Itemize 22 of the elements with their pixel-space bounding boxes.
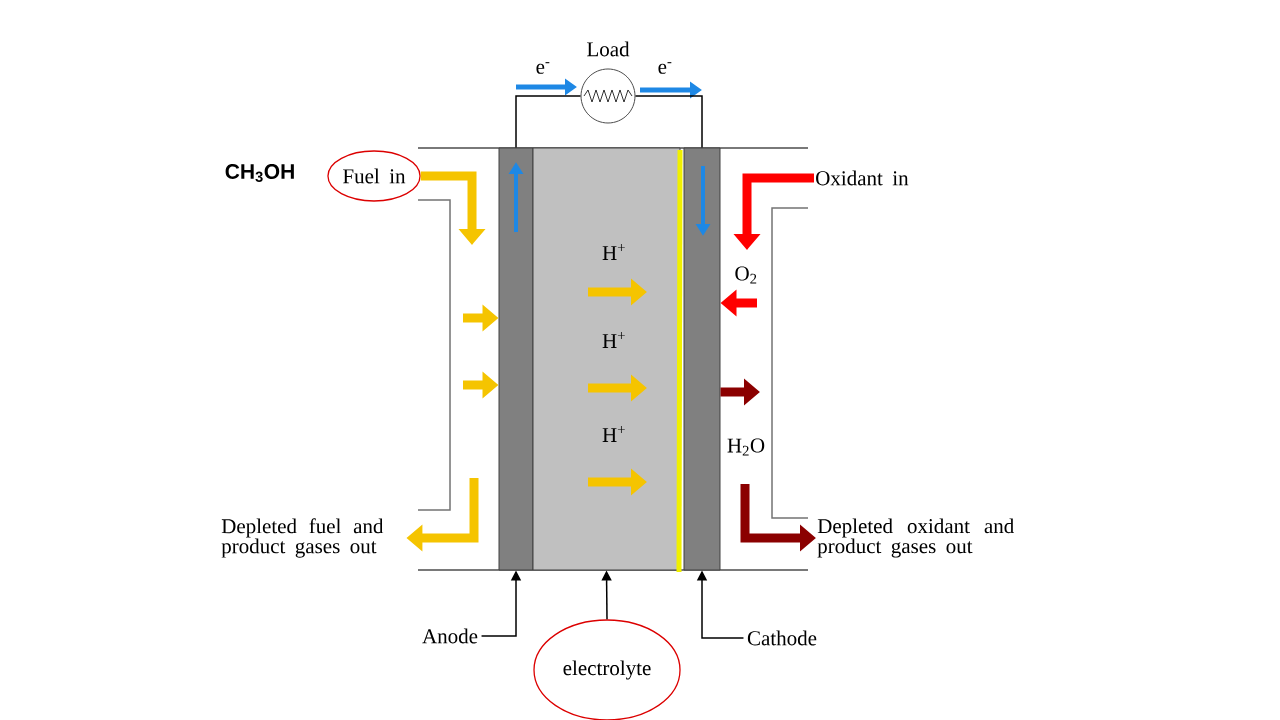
outlet-label: Depleted fuel and product gases out bbox=[221, 518, 384, 558]
formula-label: H$_{2}$O bbox=[727, 438, 765, 456]
wire bbox=[634, 95, 703, 149]
formula-label: O$_{2}$ bbox=[735, 266, 757, 284]
load-resistor: Load bbox=[580, 41, 636, 124]
node-label: Load bbox=[587, 41, 630, 57]
ion-label: H$^{+}$ bbox=[602, 244, 625, 260]
charge-label: e$^{-}$ bbox=[658, 62, 672, 74]
annotated-label: Fuel in bbox=[327, 150, 421, 202]
anode-plate bbox=[498, 147, 534, 571]
anode-label: Anode bbox=[422, 628, 478, 644]
ion-label: H$^{+}$ bbox=[602, 332, 625, 348]
annotated-label: electrolyte bbox=[533, 619, 681, 720]
charge-label: e$^{-}$ bbox=[536, 62, 550, 74]
cathode-label: Cathode bbox=[747, 630, 817, 646]
formula-label: CH$_{3}$OH bbox=[225, 164, 294, 182]
outlet-label: Depleted oxidant and product gases out bbox=[817, 518, 1014, 558]
cathode-plate bbox=[683, 147, 721, 571]
ion-label: H$^{+}$ bbox=[602, 426, 625, 442]
electrolyte-layer bbox=[532, 147, 681, 571]
wire bbox=[515, 95, 582, 149]
inlet-label: Oxidant in bbox=[816, 170, 909, 186]
